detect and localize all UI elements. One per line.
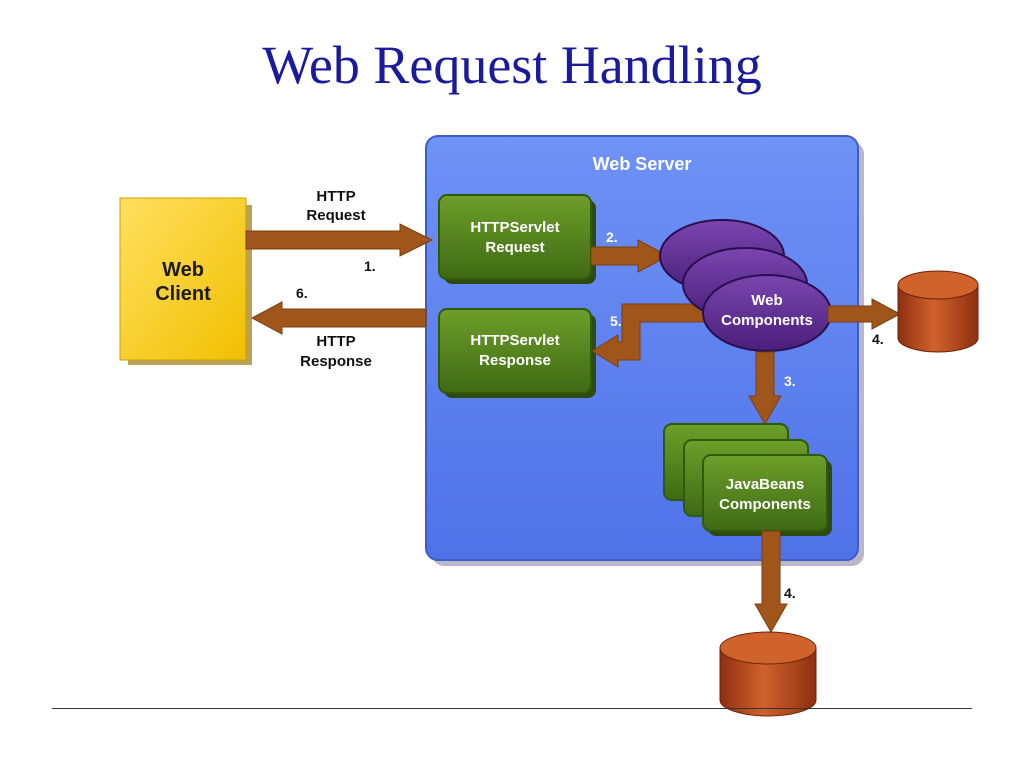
web-components-label-line1: Web [751,292,782,309]
servlet-response-label-line2: Response [479,352,551,369]
web-client-label-line2: Client [155,283,211,305]
http-request-label-line1: HTTP [316,188,355,205]
step-4b-label: 4. [784,585,796,601]
http-response-label-line1: HTTP [316,333,355,350]
arrow-to-web-components [590,239,670,273]
http-request-label-line2: Request [306,207,365,224]
arrow-to-servlet-response [591,303,713,368]
servlet-response-label-line1: HTTPServlet [470,332,559,349]
step-1-label: 1. [364,258,376,274]
javabeans-label-line2: Components [719,496,811,513]
step-5-label: 5. [610,313,622,329]
step-2-label: 2. [606,229,618,245]
web-client-box: Web Client [119,197,252,365]
arrow-http-response [250,301,427,335]
step-4a-label: 4. [872,331,884,347]
step-6-label: 6. [296,285,308,301]
servlet-request-label-line2: Request [485,239,544,256]
step-3-label: 3. [784,373,796,389]
web-components-label-line2: Components [721,312,813,329]
arrow-to-right-database [827,298,902,330]
arrow-to-javabeans [748,351,782,426]
slide-title: Web Request Handling [262,35,762,95]
javabeans-label-line1: JavaBeans [726,476,804,493]
arrow-to-bottom-database [754,530,788,634]
bottom-database-icon [719,631,817,717]
arrow-http-request [245,223,434,257]
web-server-label: Web Server [593,154,692,174]
servlet-response-box: HTTPServlet Response [438,308,596,398]
right-database-icon [897,270,979,353]
servlet-request-box: HTTPServlet Request [438,194,596,284]
web-client-label-line1: Web [162,259,204,281]
servlet-request-label-line1: HTTPServlet [470,219,559,236]
bottom-rule [52,708,972,709]
http-response-label-line2: Response [300,353,372,370]
javabeans-components-stack: JavaBeans Components [663,423,832,536]
web-components-stack: Web Components [659,219,832,352]
